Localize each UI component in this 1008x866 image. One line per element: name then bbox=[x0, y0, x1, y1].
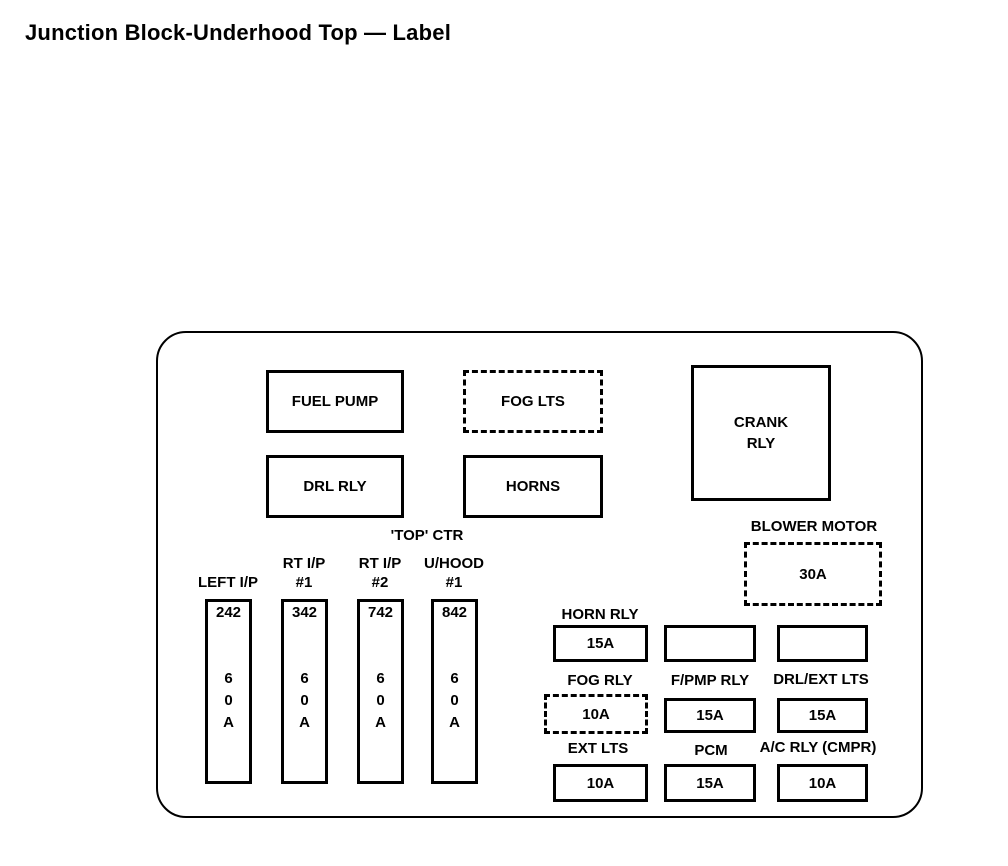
fuse-fog-rly: 10A bbox=[544, 694, 648, 734]
fuse-ext-lts: 10A bbox=[553, 764, 648, 802]
blower-motor-label: BLOWER MOTOR bbox=[750, 518, 878, 535]
maxi-fuse-number: 742 bbox=[367, 604, 394, 621]
maxi-fuse-amps: 6 0 A bbox=[299, 670, 310, 731]
maxi-label-line2: #1 bbox=[295, 574, 313, 591]
fuse-label-drl-ext-lts: DRL/EXT LTS bbox=[773, 671, 869, 688]
relay-crank-rly: CRANK RLY bbox=[691, 365, 831, 501]
junction-block-outline bbox=[156, 331, 923, 818]
fuse-empty-2 bbox=[777, 625, 868, 662]
maxi-fuse-label-rt-ip-2: RT I/P #2 bbox=[330, 554, 430, 592]
blower-motor-fuse: 30A bbox=[744, 542, 882, 606]
maxi-fuse-label-uhood-1: U/HOOD #1 bbox=[404, 554, 504, 592]
maxi-label-line2: #2 bbox=[371, 574, 389, 591]
maxi-fuse-842: 842 6 0 A bbox=[431, 599, 478, 784]
fuse-label-ext-lts: EXT LTS bbox=[567, 740, 629, 757]
relay-horns: HORNS bbox=[463, 455, 603, 518]
fuse-label-horn-rly: HORN RLY bbox=[561, 606, 639, 623]
maxi-label-line2: #1 bbox=[445, 574, 463, 591]
maxi-fuse-amps: 6 0 A bbox=[449, 670, 460, 731]
fuse-label-fpmp-rly: F/PMP RLY bbox=[670, 672, 750, 689]
fuse-drl-ext-lts: 15A bbox=[777, 698, 868, 733]
maxi-fuse-number: 342 bbox=[291, 604, 318, 621]
maxi-fuse-number: 242 bbox=[215, 604, 242, 621]
maxi-fuse-label-left-ip: LEFT I/P bbox=[178, 554, 278, 592]
maxi-fuse-label-rt-ip-1: RT I/P #1 bbox=[254, 554, 354, 592]
relay-fuel-pump: FUEL PUMP bbox=[266, 370, 404, 433]
maxi-label-line1: RT I/P bbox=[282, 555, 326, 572]
maxi-fuse-number: 842 bbox=[441, 604, 468, 621]
fuse-pcm: 15A bbox=[664, 764, 756, 802]
maxi-label-line1: RT I/P bbox=[358, 555, 402, 572]
top-ctr-label: 'TOP' CTR bbox=[390, 527, 464, 544]
fuse-ac-rly-cmpr: 10A bbox=[777, 764, 868, 802]
relay-crank-line1: CRANK bbox=[733, 414, 789, 431]
maxi-fuse-742: 742 6 0 A bbox=[357, 599, 404, 784]
maxi-label-line1: U/HOOD bbox=[424, 555, 484, 572]
maxi-fuse-242: 242 6 0 A bbox=[205, 599, 252, 784]
fuse-label-ac-rly-cmpr: A/C RLY (CMPR) bbox=[759, 739, 877, 756]
fuse-label-fog-rly: FOG RLY bbox=[567, 672, 633, 689]
maxi-label-line2: LEFT I/P bbox=[198, 574, 258, 591]
maxi-fuse-342: 342 6 0 A bbox=[281, 599, 328, 784]
fuse-horn-rly: 15A bbox=[553, 625, 648, 662]
maxi-fuse-amps: 6 0 A bbox=[375, 670, 386, 731]
maxi-fuse-amps: 6 0 A bbox=[223, 670, 234, 731]
relay-drl-rly: DRL RLY bbox=[266, 455, 404, 518]
fuse-empty-1 bbox=[664, 625, 756, 662]
relay-crank-line2: RLY bbox=[746, 435, 776, 452]
relay-fog-lts: FOG LTS bbox=[463, 370, 603, 433]
fuse-fpmp-rly: 15A bbox=[664, 698, 756, 733]
fuse-label-pcm: PCM bbox=[694, 742, 728, 759]
page-title: Junction Block-Underhood Top — Label bbox=[25, 20, 452, 45]
